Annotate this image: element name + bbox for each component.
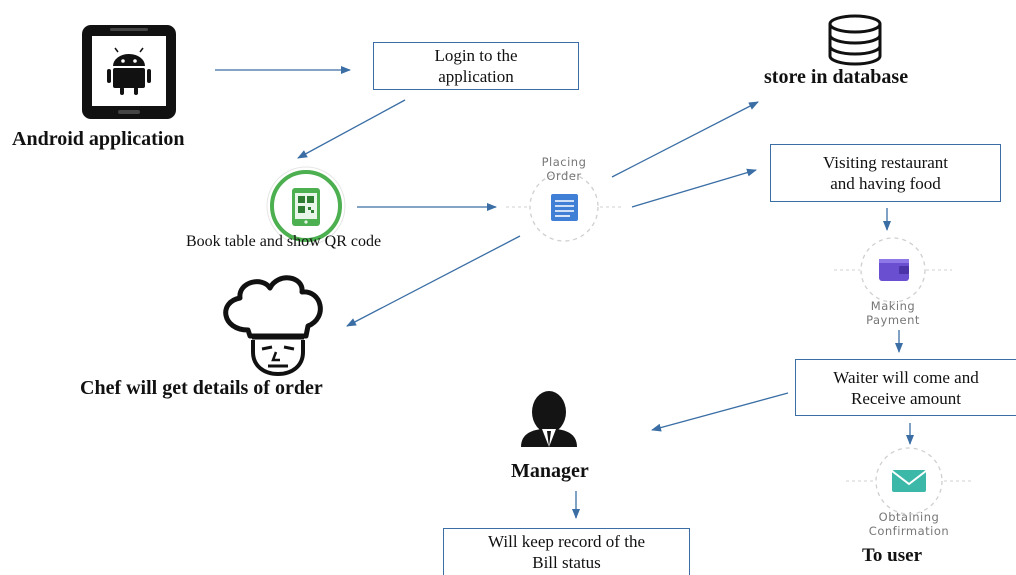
placing-order-node — [506, 172, 622, 242]
order-document-icon — [551, 194, 578, 221]
envelope-icon — [891, 470, 927, 492]
arrow-order-to-chef — [346, 235, 521, 327]
manager-label: Manager — [511, 460, 589, 482]
chef-label: Chef will get details of order — [80, 377, 323, 399]
android-app-label: Android application — [12, 128, 185, 150]
obtaining-confirmation-label: Obtaining Confirmation — [868, 510, 950, 538]
placing-order-label: Placing Order — [541, 155, 587, 183]
arrow-order-to-visiting — [631, 168, 757, 208]
wallet-icon — [879, 259, 909, 281]
arrow-login-to-book — [297, 99, 406, 159]
making-payment-label: Making Payment — [866, 299, 920, 327]
chef-hat-icon — [223, 275, 323, 377]
to-user-label: To user — [862, 545, 923, 566]
database-icon — [828, 14, 882, 66]
obtaining-confirmation-node — [846, 447, 972, 515]
database-label: store in database — [764, 66, 909, 88]
qr-phone-icon — [266, 166, 346, 246]
book-table-label: Book table and show QR code — [186, 233, 382, 250]
arrow-waiter-to-manager — [651, 392, 789, 432]
visiting-box: Visiting restaurant and having food — [770, 144, 1001, 202]
android-phone-icon — [82, 25, 176, 119]
waiter-box: Waiter will come and Receive amount — [795, 359, 1016, 416]
manager-icon — [521, 391, 577, 447]
making-payment-node — [834, 237, 952, 303]
record-box: Will keep record of the Bill status — [443, 528, 690, 575]
arrow-order-to-database — [611, 101, 759, 178]
login-box: Login to the application — [373, 42, 579, 90]
